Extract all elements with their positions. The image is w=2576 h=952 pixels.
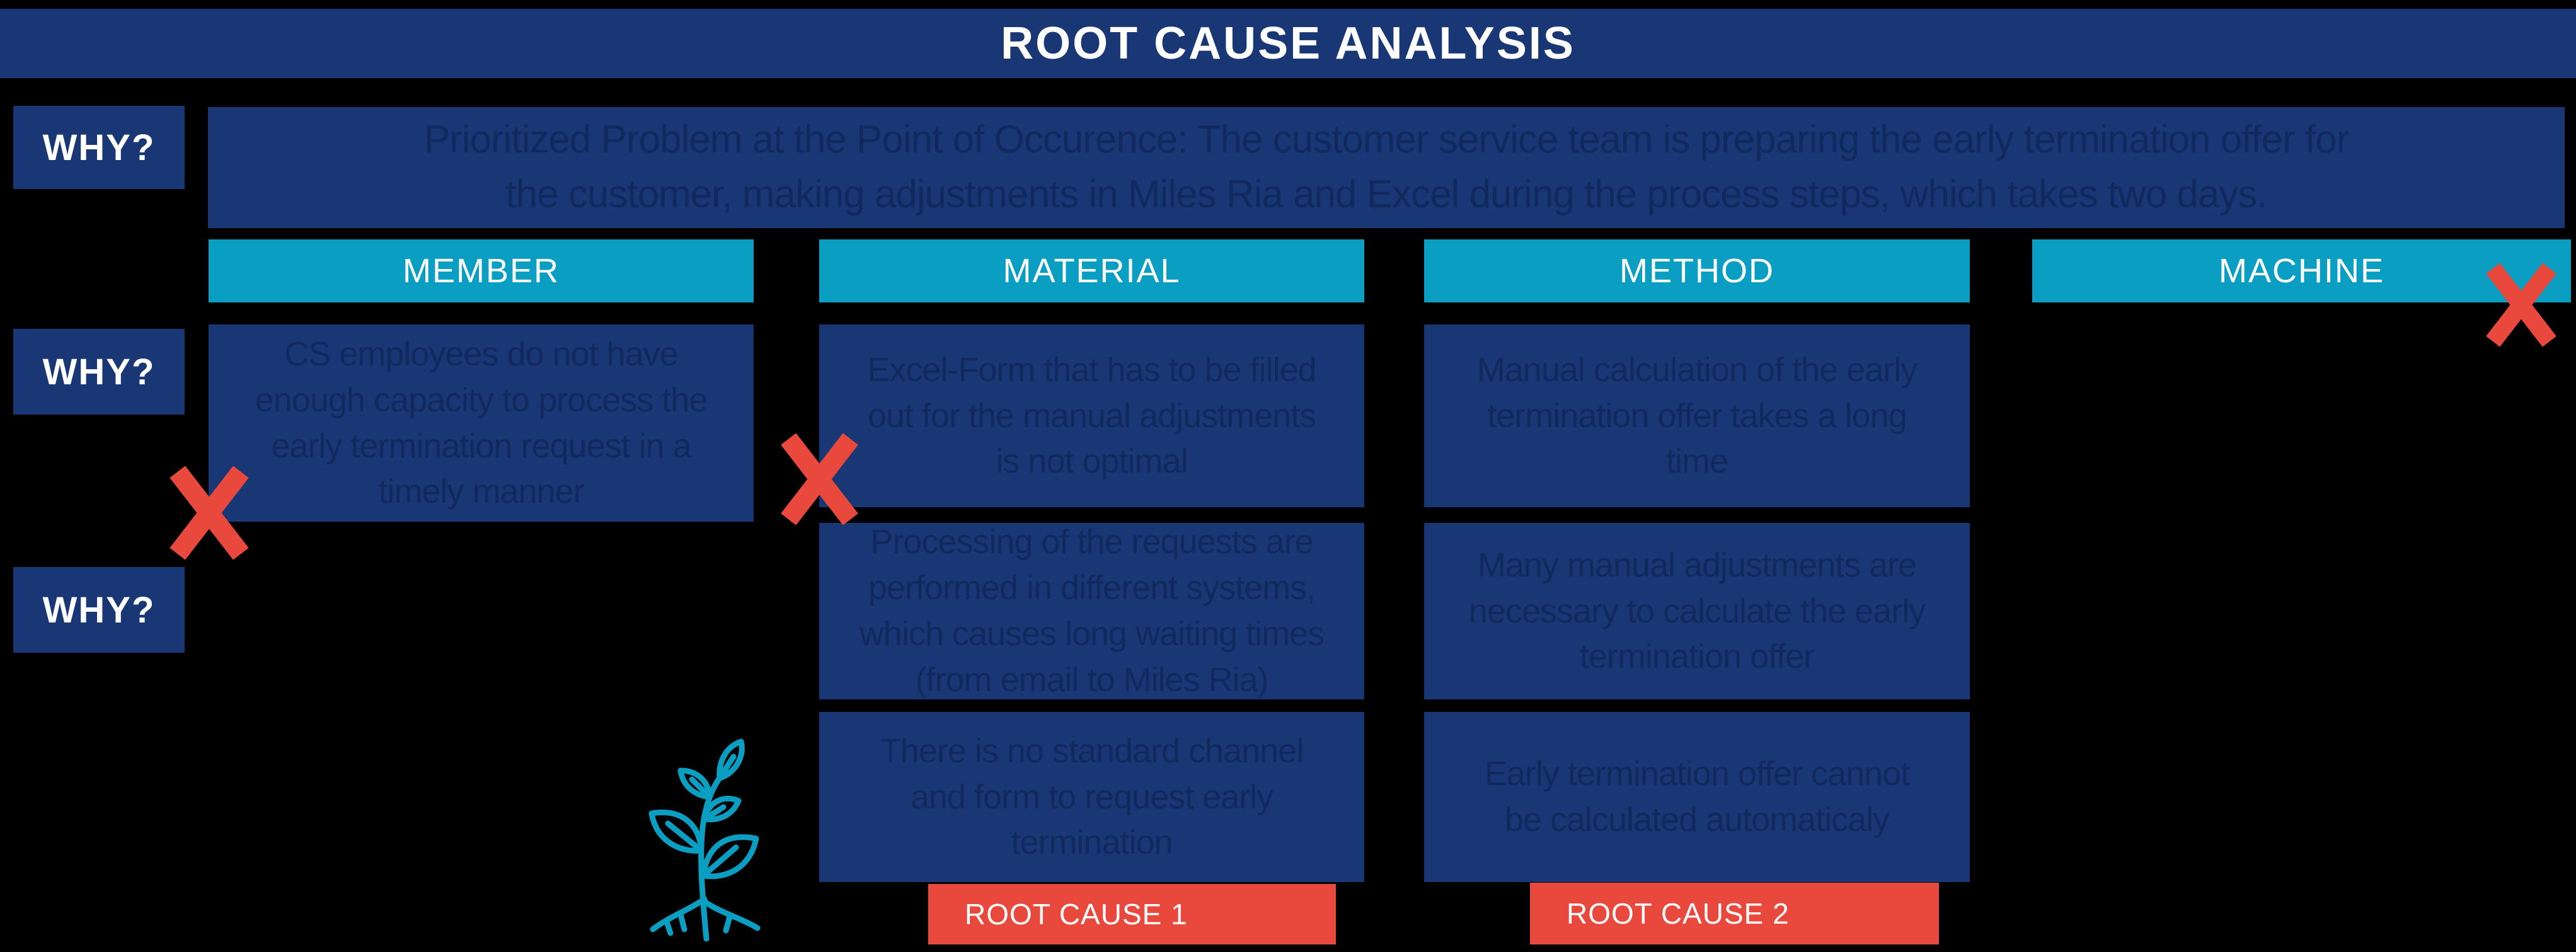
column-header-material: MATERIAL [819, 239, 1364, 302]
why-label-3: WHY? [13, 567, 185, 653]
cause-text: Many manual adjustments are necessary to… [1468, 546, 1926, 676]
column-header-machine: MACHINE [2032, 239, 2571, 302]
cause-text: CS employees do not have enough capacity… [255, 335, 708, 511]
cause-box-member-1: CS employees do not have enough capacity… [209, 324, 754, 522]
cause-text: There is no standard channel and form to… [880, 731, 1304, 862]
x-mark-member-icon [170, 466, 249, 559]
root-sprout-icon [648, 738, 761, 942]
column-header-member: MEMBER [209, 239, 754, 302]
title-bar: ROOT CAUSE ANALYSIS [0, 9, 2576, 78]
cause-text: Excel-Form that has to be filled out for… [867, 350, 1316, 481]
problem-statement-box: Prioritized Problem at the Point of Occu… [208, 107, 2565, 228]
column-header-method: METHOD [1424, 239, 1970, 302]
cause-text: Early termination offer cannot be calcul… [1484, 755, 1910, 839]
cause-box-material-3: There is no standard channel and form to… [819, 712, 1364, 882]
cause-box-method-2: Many manual adjustments are necessary to… [1424, 523, 1970, 699]
cause-text: Processing of the requests are performed… [859, 523, 1325, 699]
x-mark-machine-icon [2486, 263, 2556, 347]
why-label-1: WHY? [13, 106, 185, 189]
cause-box-method-1: Manual calculation of the early terminat… [1424, 324, 1970, 507]
root-cause-2-badge: ROOT CAUSE 2 [1530, 883, 1939, 944]
page-title: ROOT CAUSE ANALYSIS [1001, 18, 1575, 69]
problem-statement-text: Prioritized Problem at the Point of Occu… [423, 118, 2349, 216]
cause-box-material-1: Excel-Form that has to be filled out for… [819, 324, 1364, 507]
root-cause-1-badge: ROOT CAUSE 1 [928, 884, 1336, 944]
x-mark-material-icon [781, 433, 858, 525]
cause-box-method-3: Early termination offer cannot be calcul… [1424, 712, 1970, 882]
cause-box-material-2: Processing of the requests are performed… [819, 523, 1364, 699]
why-label-2: WHY? [13, 329, 185, 415]
cause-text: Manual calculation of the early terminat… [1476, 350, 1918, 481]
